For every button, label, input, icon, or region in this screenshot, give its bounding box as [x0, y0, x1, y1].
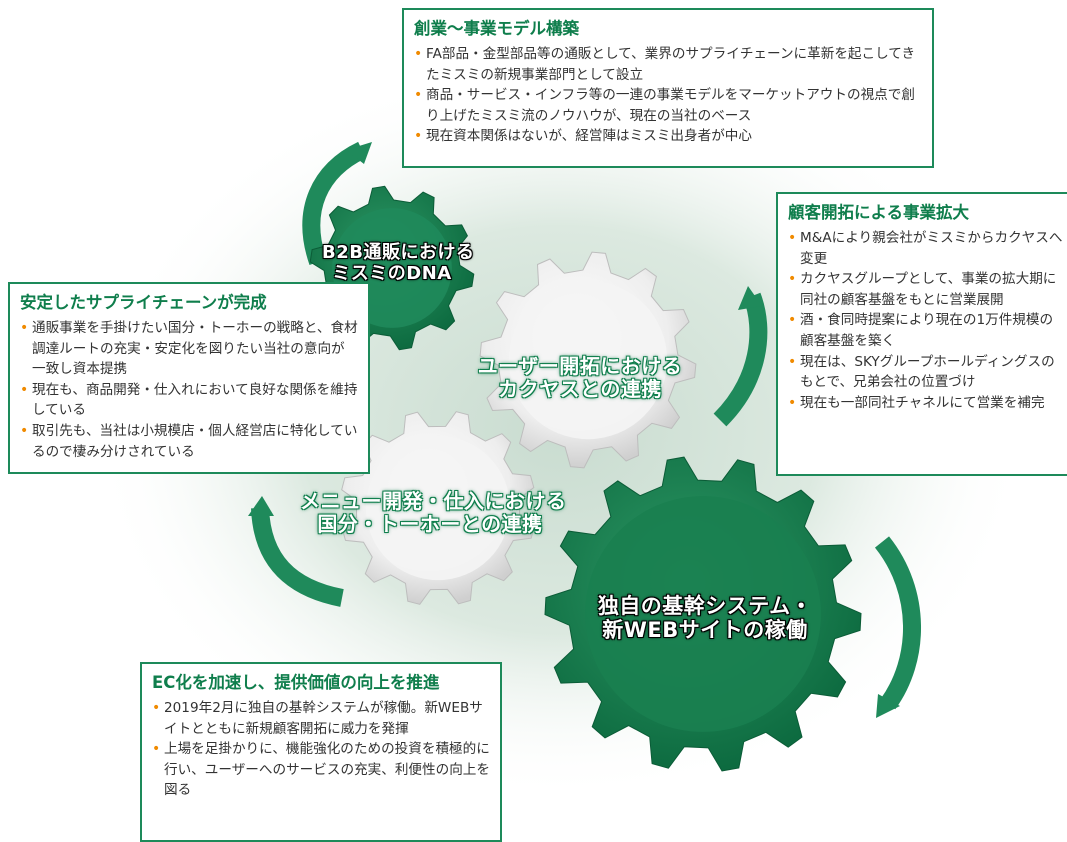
- box-founding: 創業〜事業モデル構築 FA部品・金型部品等の通販として、業界のサプライチェーンに…: [402, 8, 934, 168]
- box-founding-title: 創業〜事業モデル構築: [414, 19, 579, 38]
- box-ec-item: 上場を足掛かりに、機能強化のための投資を積極的に行い、ユーザーへのサービスの充実…: [152, 739, 490, 801]
- gear-label-system: 独自の基幹システム・ 新WEBサイトの稼働: [585, 594, 825, 642]
- box-customer-item: M&Aにより親会社がミスミからカクヤスへ変更: [788, 228, 1063, 269]
- gear-label-dna: B2B通販における ミスミのDNA: [322, 242, 475, 284]
- arrow-to-ec-head: [876, 694, 900, 718]
- box-founding-item: 現在資本関係はないが、経営陣はミスミ出身者が中心: [414, 126, 922, 147]
- arrow-to-founding: [302, 141, 367, 265]
- box-supply-item: 通販事業を手掛けたい国分・トーホーの戦略と、食材調達ルートの充実・安定化を図りた…: [20, 318, 358, 380]
- arrow-to-customer: [713, 292, 768, 427]
- gear-kakuyasu-line-1: ユーザー開拓における: [477, 354, 683, 378]
- arrow-to-supply: [251, 507, 344, 607]
- box-customer: 顧客開拓による事業拡大 M&Aにより親会社がミスミからカクヤスへ変更 カクヤスグ…: [776, 192, 1067, 476]
- arrow-to-founding-head: [346, 142, 372, 164]
- arrow-to-ec: [874, 536, 921, 710]
- arrow-to-customer-head: [738, 286, 762, 310]
- gear-label-kokubu: メニュー開発・仕入における 国分・トーホーとの連携: [300, 489, 567, 536]
- box-customer-item: 現在も一部同社チャネルにて営業を補完: [788, 393, 1063, 414]
- gear-dna-line-2: ミスミのDNA: [332, 262, 452, 284]
- gear-dna-line-1: B2B通販における: [322, 242, 475, 263]
- box-customer-item: 酒・食同時提案により現在の1万件規模の顧客基盤を築く: [788, 310, 1063, 351]
- gear-system-line-1: 独自の基幹システム・: [597, 594, 813, 618]
- gear-kokubu-line-2: 国分・トーホーとの連携: [317, 512, 543, 536]
- gear-system-line-2: 新WEBサイトの稼働: [602, 618, 808, 643]
- box-ec: EC化を加速し、提供価値の向上を推進 2019年2月に独自の基幹システムが稼働。…: [140, 662, 502, 842]
- box-supply-item: 現在も、商品開発・仕入れにおいて良好な関係を維持している: [20, 380, 358, 421]
- box-ec-title: EC化を加速し、提供価値の向上を推進: [152, 673, 440, 692]
- arrow-to-supply-head: [248, 496, 274, 516]
- box-supply: 安定したサプライチェーンが完成 通販事業を手掛けたい国分・トーホーの戦略と、食材…: [8, 282, 370, 474]
- box-customer-title: 顧客開拓による事業拡大: [788, 203, 970, 222]
- box-supply-title: 安定したサプライチェーンが完成: [20, 293, 267, 312]
- box-ec-item: 2019年2月に独自の基幹システムが稼働。新WEBサイトとともに新規顧客開拓に威…: [152, 698, 490, 739]
- box-customer-item: カクヤスグループとして、事業の拡大期に同社の顧客基盤をもとに営業展開: [788, 269, 1063, 310]
- box-customer-item: 現在は、SKYグループホールディングスのもとで、兄弟会社の位置づけ: [788, 352, 1063, 393]
- box-founding-item: 商品・サービス・インフラ等の一連の事業モデルをマーケットアウトの視点で創り上げた…: [414, 85, 922, 126]
- box-founding-item: FA部品・金型部品等の通販として、業界のサプライチェーンに革新を起こしてきたミス…: [414, 44, 922, 85]
- gear-system-hub: [585, 496, 821, 732]
- box-supply-item: 取引先も、当社は小規模店・個人経営店に特化しているので棲み分けされている: [20, 421, 358, 462]
- gear-kakuyasu-hub: [508, 280, 668, 440]
- gear-kokubu-line-1: メニュー開発・仕入における: [300, 489, 567, 513]
- gear-kakuyasu-line-2: カクヤスとの連携: [498, 377, 662, 401]
- gear-kokubu-hub: [365, 435, 511, 581]
- gear-label-kakuyasu: ユーザー開拓における カクヤスとの連携: [470, 355, 690, 401]
